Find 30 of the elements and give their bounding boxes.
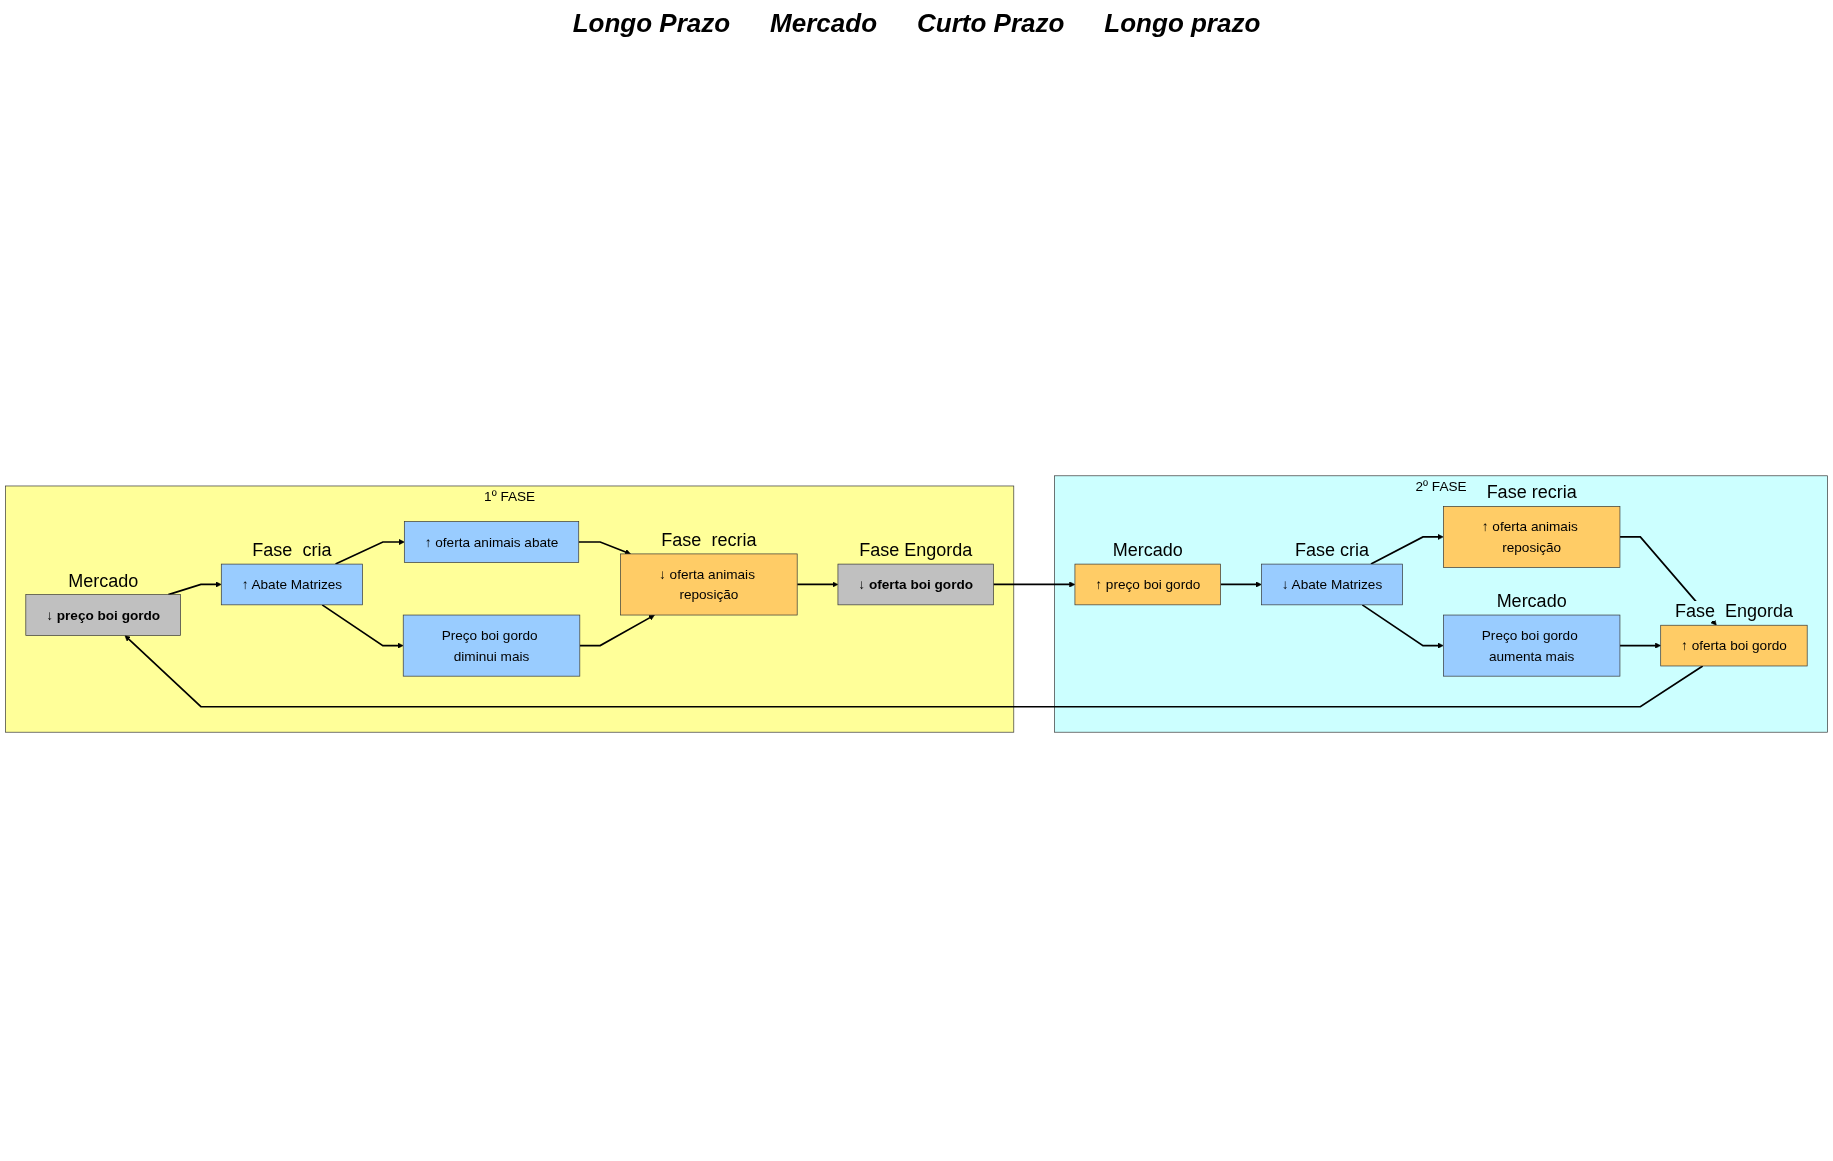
arrow [1370, 533, 1444, 565]
arrow [124, 635, 1704, 708]
arrow [577, 541, 631, 555]
node-box: ↓ oferta boi gordo [837, 563, 994, 606]
caption-text: Engorda [1724, 601, 1793, 622]
caption-text: Fase Engorda [859, 540, 973, 561]
arrow [992, 581, 1076, 588]
node-box: Preço boi gordo aumenta mais [1443, 614, 1621, 677]
caption-text: Fase [1674, 601, 1715, 622]
node-box: ↓ Abate Matrizes [1261, 563, 1403, 606]
node-box: ↑ oferta animais abate [403, 521, 580, 563]
arrow [1361, 604, 1444, 649]
node-box: ↑ oferta boi gordo [1660, 624, 1808, 667]
node-box: ↓ preço boi gordo [25, 594, 181, 636]
node-box: ↑ preço boi gordo [1074, 563, 1221, 606]
node-box: ↑ oferta animais reposição [1443, 506, 1621, 568]
note-text: Longo Prazo [572, 8, 731, 39]
note-text: Curto Prazo [917, 8, 1065, 39]
node-box: Preço boi gordo diminui mais [402, 614, 581, 677]
arrow [334, 539, 405, 565]
arrow [167, 581, 222, 596]
arrow [796, 581, 839, 588]
arrow [1219, 581, 1262, 588]
arrow [1619, 642, 1661, 649]
node-box: ↑ Abate Matrizes [220, 563, 363, 606]
node-box: ↓ oferta animais reposição [620, 553, 798, 616]
note-text: Longo prazo [1104, 8, 1261, 39]
arrow [321, 604, 404, 649]
note-text: Mercado [770, 8, 877, 39]
arrow [579, 614, 655, 647]
